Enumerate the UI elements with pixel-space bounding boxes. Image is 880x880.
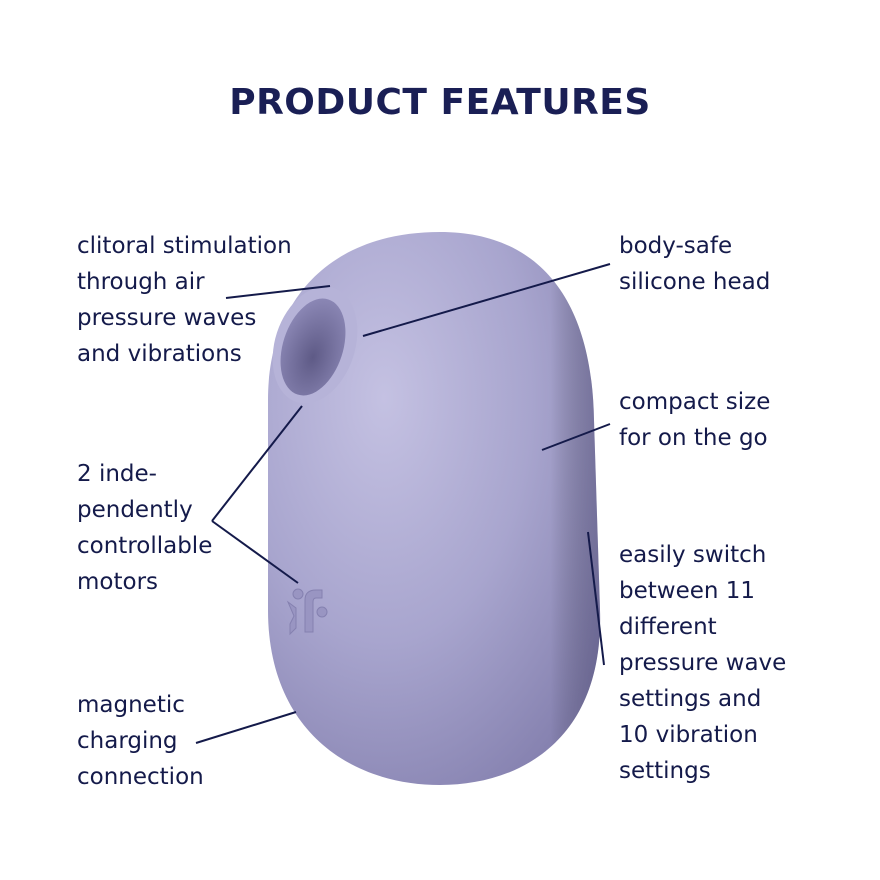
feature-motors: 2 inde- pendently controllable motors: [77, 461, 213, 595]
product-body: [268, 232, 601, 785]
feature-compact-size: compact size for on the go: [619, 389, 771, 451]
feature-charging: magnetic charging connection: [77, 692, 204, 790]
callout-lines: [195, 263, 611, 744]
suction-head-icon: [272, 286, 358, 404]
sf-logo-icon: [286, 588, 328, 636]
feature-settings: easily switch between 11 different press…: [619, 542, 787, 784]
feature-air-pressure: clitoral stimulation through air pressur…: [77, 233, 292, 367]
feature-silicone-head: body-safe silicone head: [619, 233, 771, 295]
page-title: PRODUCT FEATURES: [229, 82, 651, 123]
